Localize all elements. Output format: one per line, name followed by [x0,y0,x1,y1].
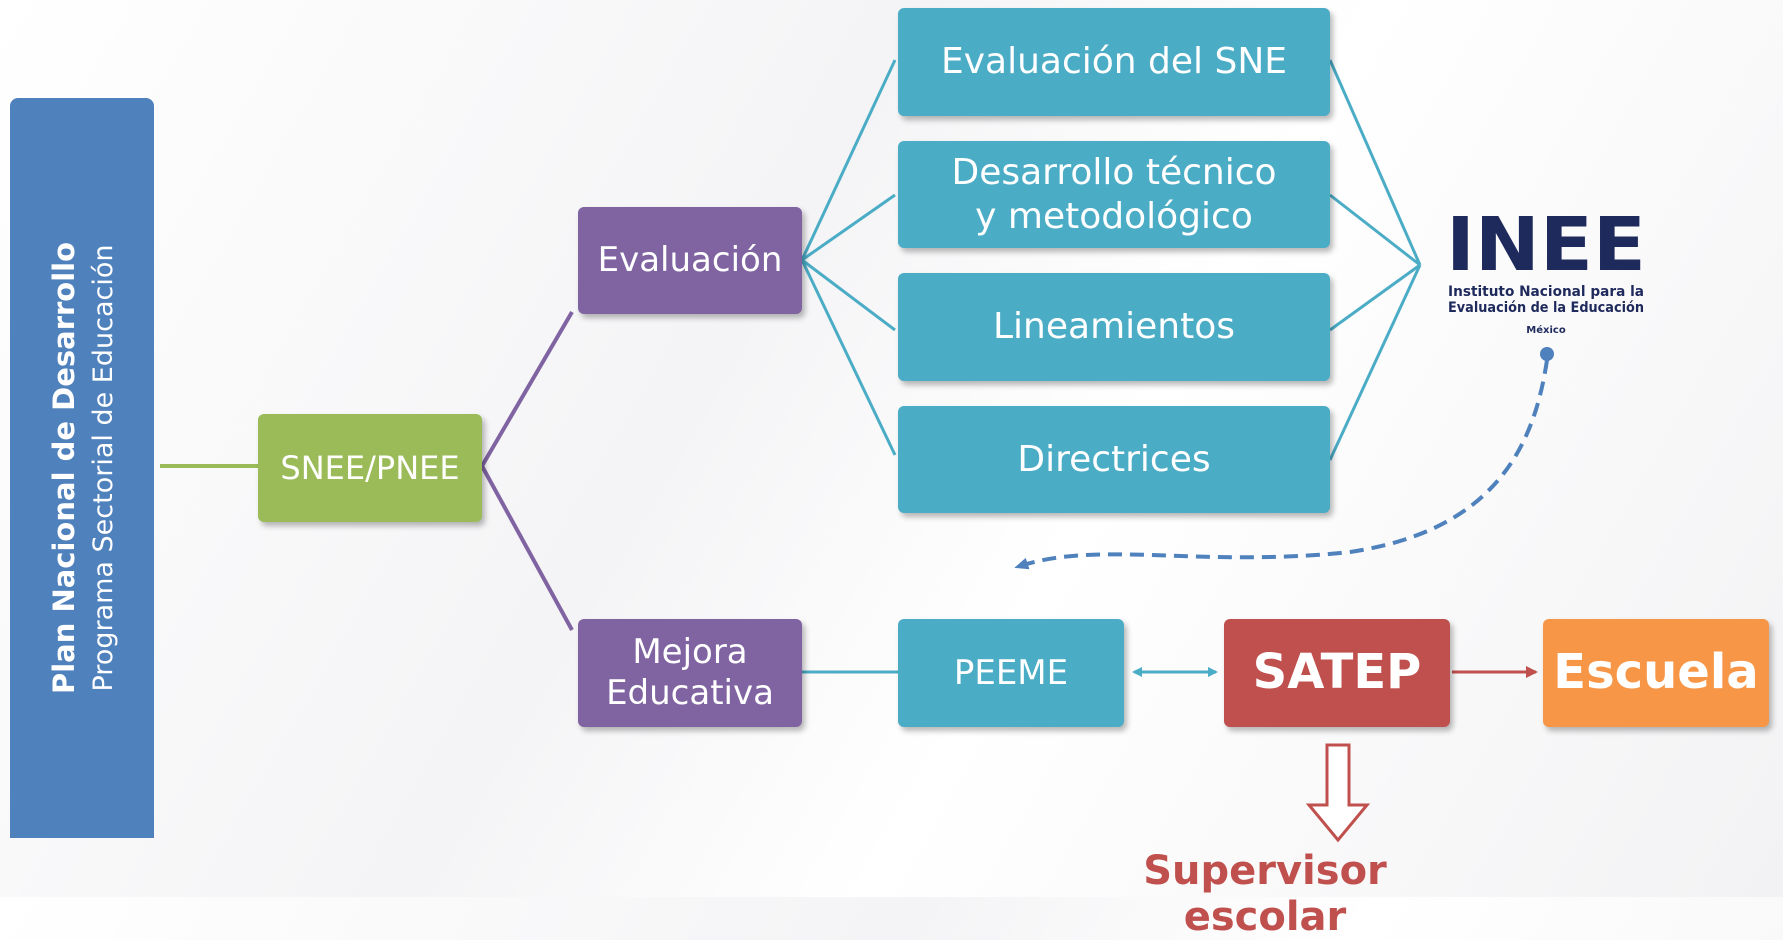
line-directrices-inee [1328,264,1422,461]
inee-country: México [1526,324,1566,336]
evaluacion-node: Evaluación [578,207,802,314]
inee-logo: INEE Instituto Nacional para la Evaluaci… [1446,212,1646,336]
dashed-inee-peeme [1014,359,1549,570]
line-snee-mejora [480,465,574,631]
hollow-down-arrow [1305,743,1371,843]
lineamientos-node: Lineamientos [898,273,1330,381]
inee-wordmark: INEE [1446,212,1646,288]
inee-connector-dot [1540,347,1554,361]
line-snee-evaluacion [480,310,574,468]
escuela-node: Escuela [1543,619,1769,727]
line-eval-lineamientos [801,258,896,332]
evaluacion-sne-node: Evaluación del SNE [898,8,1330,116]
line-eval-desarrollo [801,193,896,262]
supervisor-escolar-label: Supervisor escolar [1143,848,1387,940]
line-eval-directrices [800,259,897,456]
peeme-node: PEEME [898,619,1124,727]
mejora-educativa-node: Mejora Educativa [578,619,802,727]
inee-line2: Evaluación de la Educación [1448,300,1644,316]
plan-nacional-bar [10,98,154,838]
line-eval-sne [800,59,897,261]
satep-node: SATEP [1224,619,1450,727]
line-desarrollo-inee [1329,193,1421,267]
line-lineamientos-inee [1329,263,1421,332]
snee-pnee-node: SNEE/PNEE [258,414,482,522]
inee-line1: Instituto Nacional para la [1448,284,1644,300]
desarrollo-tecnico-node: Desarrollo técnico y metodológico [898,141,1330,248]
connector-lines [160,59,1554,843]
directrices-node: Directrices [898,406,1330,513]
line-sne-inee [1328,59,1422,266]
